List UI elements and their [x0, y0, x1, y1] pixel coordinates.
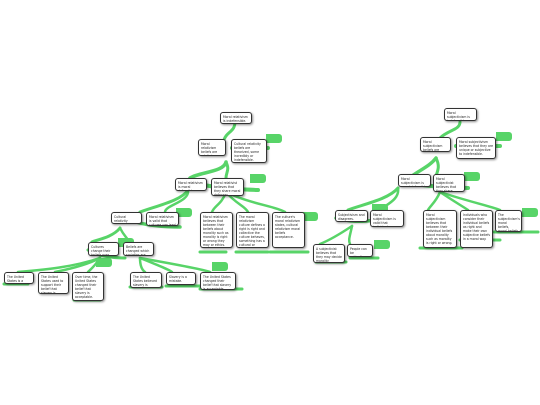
left-l4-a-node[interactable]: Cultures change their beliefs over time.: [88, 242, 119, 256]
right-l3-e-node[interactable]: The subjectivism's moral beliefs, moral …: [495, 210, 522, 232]
right-l3-d-node[interactable]: Individuals who consider their individua…: [460, 210, 493, 248]
right-root-node[interactable]: Moral subjectivism is indefensible.: [444, 108, 477, 121]
right-l2-b-node[interactable]: Moral subjectivist believes that they sh…: [433, 174, 465, 192]
left-l4-b-node[interactable]: Beliefs are changed which societies are …: [123, 242, 154, 256]
link-tag: [374, 240, 390, 249]
left-l3-d-node[interactable]: The moral relativism culture defines a r…: [236, 212, 269, 248]
left-l3-c-node[interactable]: Moral relativism believes that between t…: [200, 212, 233, 248]
link-tag: [302, 212, 318, 221]
link-tag: [176, 208, 192, 217]
left-root-node[interactable]: Moral relativism is indefensible.: [220, 112, 252, 124]
left-l3-a-node[interactable]: Cultural relativity disagrees.: [111, 212, 142, 224]
right-l4-a-node[interactable]: A subjectivist believes that they may de…: [313, 244, 345, 263]
left-l2-a-node[interactable]: Moral relativism is moral defensible.: [175, 178, 207, 191]
left-l5-f-node[interactable]: The United States changed their belief t…: [200, 272, 236, 290]
left-l2-b-node[interactable]: Moral relativist believes that they shar…: [211, 178, 244, 196]
left-l1-b-node[interactable]: Cultural relativity beliefs are theorize…: [231, 139, 267, 163]
link-tag: [96, 258, 112, 267]
left-l3-b-node[interactable]: Moral relativism is valid that cultures …: [146, 212, 179, 226]
link-tag: [372, 204, 388, 213]
left-l3-e-node[interactable]: The culture's moral relativism states, c…: [272, 212, 305, 248]
link-tag: [250, 174, 266, 183]
right-l1-b-node[interactable]: Moral subjectivism believes that they ar…: [456, 137, 496, 159]
link-tag: [464, 172, 480, 181]
left-l1-a-node[interactable]: Moral relativism beliefs are relativism.: [198, 139, 226, 156]
right-l3-a-node[interactable]: Subjectivism and disagrees.: [335, 210, 368, 222]
right-l3-b-node[interactable]: Moral subjectivism is valid that individ…: [370, 210, 404, 227]
link-tag: [212, 262, 228, 271]
link-tag: [266, 134, 282, 143]
right-l4-b-node[interactable]: People can be subjective.: [347, 244, 373, 257]
right-l3-c-node[interactable]: Moral subjectivism believes that between…: [423, 210, 457, 248]
link-tag: [522, 208, 538, 217]
left-l5-b-node[interactable]: The United States used to support their …: [38, 272, 69, 294]
left-l5-a-node[interactable]: The United States is a culture.: [4, 272, 34, 284]
link-tag: [496, 132, 512, 141]
right-l1-a-node[interactable]: Moral subjectivism beliefs are relativis…: [420, 137, 451, 152]
right-l2-a-node[interactable]: Moral subjectivism is moral defensible.: [398, 174, 431, 187]
left-l5-c-node[interactable]: Over time, the United States changed the…: [72, 272, 104, 301]
left-l5-e-node[interactable]: Slavery is a mistake.: [166, 272, 196, 285]
left-l5-d-node[interactable]: The United States believed slavery is ac…: [130, 272, 162, 288]
